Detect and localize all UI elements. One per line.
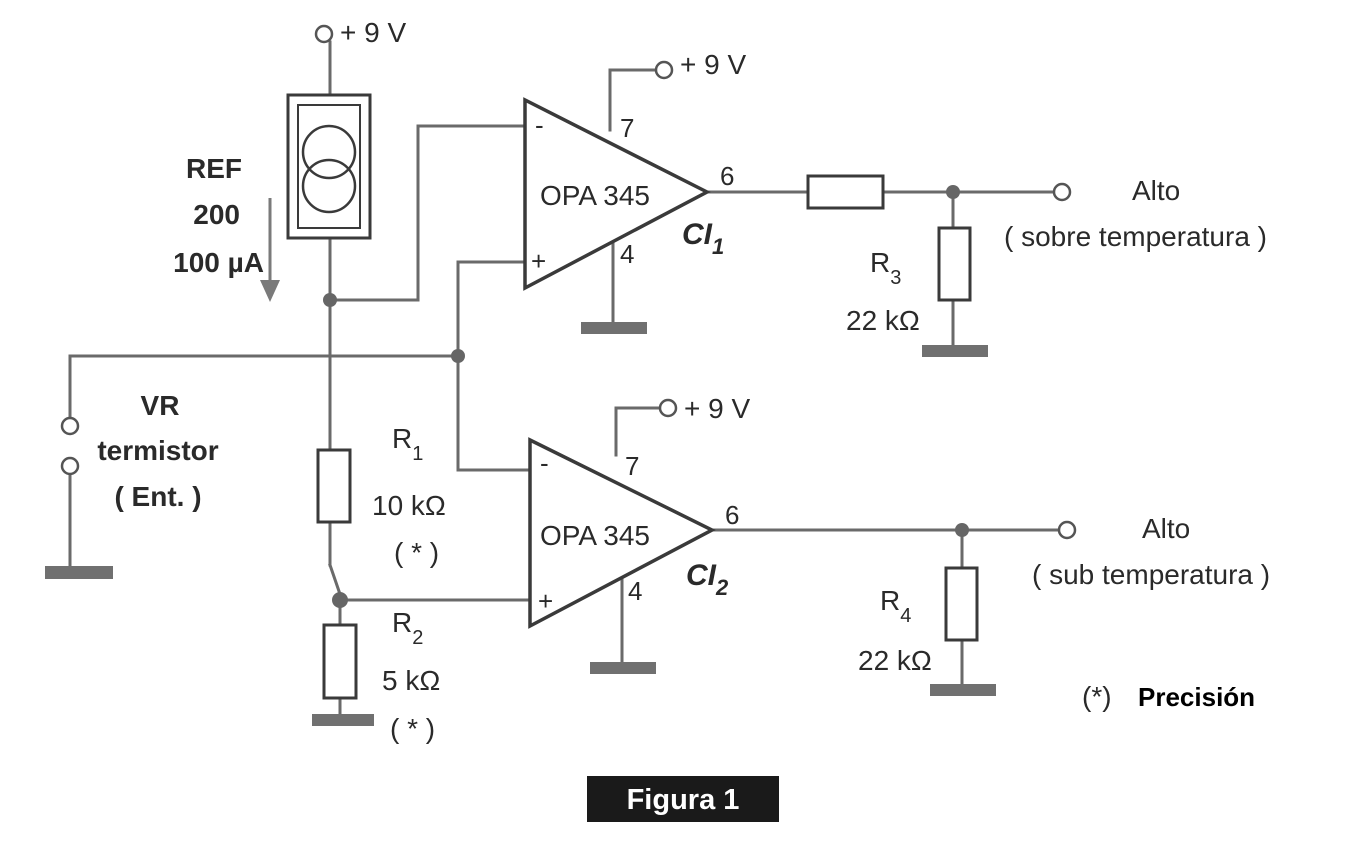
ci2-pin-minus: - [540, 448, 549, 478]
ci1-pin-vcc: 7 [620, 113, 634, 143]
footnote-mark: (*) [1082, 681, 1112, 712]
ci1-pin-minus: - [535, 110, 544, 140]
r4-value: 22 kΩ [858, 645, 932, 676]
ci2-pin-plus: + [538, 586, 553, 616]
r1-note: ( * ) [394, 537, 439, 568]
output-high-label: Alto [1132, 175, 1180, 206]
ci1-pin-plus: + [531, 246, 546, 276]
resistor-r2 [322, 623, 358, 700]
r4-label: R4 [880, 585, 911, 627]
wires [68, 40, 1062, 716]
ci1-ref: CI1 [682, 218, 724, 259]
ci2-pin-out: 6 [725, 500, 739, 530]
r3-label: R3 [870, 247, 901, 289]
ci1-part: OPA 345 [540, 180, 650, 211]
ground-symbols [45, 322, 996, 726]
resistor-r4 [944, 566, 979, 642]
ci2-pin-gnd: 4 [628, 576, 642, 606]
ci2-pin-vcc: 7 [625, 451, 639, 481]
caption-box [587, 776, 779, 822]
ref-name: REF [186, 153, 242, 184]
r2-note: ( * ) [390, 713, 435, 744]
output-low-desc: ( sub temperatura ) [1032, 559, 1270, 590]
ref-current: 100 µA [173, 247, 264, 278]
opamp-ci1-symbol [523, 97, 711, 291]
r2-label: R2 [392, 607, 423, 649]
ci1-pin-gnd: 4 [620, 239, 634, 269]
resistor-r1 [316, 448, 352, 524]
footnote-text: Precisión [1138, 682, 1255, 712]
supply-label-ci2: + 9 V [684, 393, 750, 424]
r1-value: 10 kΩ [372, 490, 446, 521]
sensor-role: ( Ent. ) [114, 481, 201, 512]
junction-dots [323, 185, 969, 608]
figure-caption: Figura 1 [627, 784, 740, 816]
current-direction-arrow-icon [260, 198, 280, 302]
sensor-name: VR [141, 390, 180, 421]
supply-label-main: + 9 V [340, 17, 406, 48]
reference-current-source [286, 93, 372, 240]
output-high-desc: ( sobre temperatura ) [1004, 221, 1267, 252]
ci2-part: OPA 345 [540, 520, 650, 551]
supply-label-ci1: + 9 V [680, 49, 746, 80]
resistor-output-1 [806, 174, 885, 210]
resistor-r3 [937, 226, 972, 302]
ci1-pin-out: 6 [720, 161, 734, 191]
r1-label: R1 [392, 423, 423, 465]
opamp-ci2-symbol [528, 437, 716, 629]
r3-value: 22 kΩ [846, 305, 920, 336]
output-low-label: Alto [1142, 513, 1190, 544]
terminals [60, 24, 1077, 540]
ref-model: 200 [193, 199, 240, 230]
ci2-ref: CI2 [686, 559, 729, 600]
r2-value: 5 kΩ [382, 665, 440, 696]
sensor-type: termistor [97, 435, 218, 466]
